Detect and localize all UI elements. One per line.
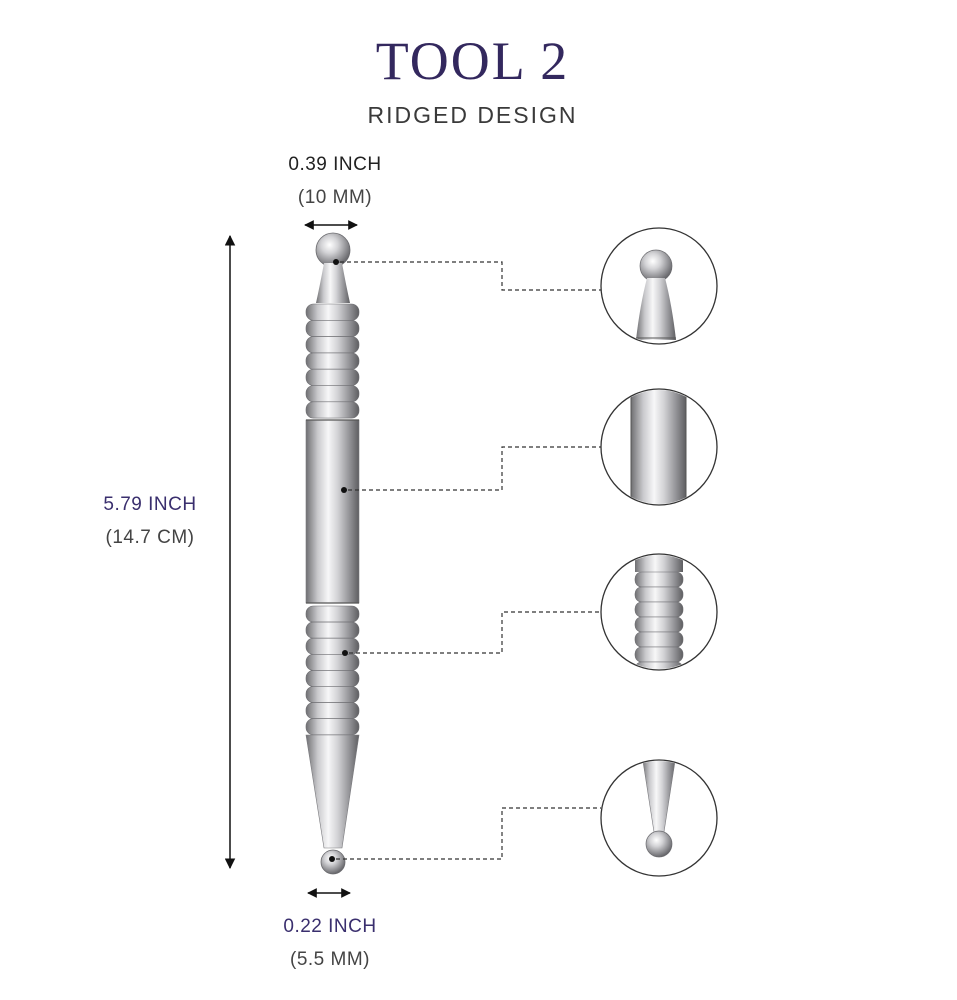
- ridge-segment: [305, 336, 360, 354]
- tip-width-label: 0.22 INCH (5.5 MM): [230, 910, 430, 976]
- ridge-segment: [305, 605, 360, 623]
- ball-tip-bottom: [320, 849, 346, 875]
- ridge-segment: [305, 718, 360, 736]
- ridge-segment: [634, 616, 684, 633]
- ridge-segment: [305, 401, 360, 419]
- callout-line-grip: [349, 611, 601, 654]
- ball-head-top: [315, 232, 351, 268]
- marker-dot-shaft: [341, 487, 347, 493]
- ridge-segment: [634, 661, 684, 669]
- length-inch: 5.79 INCH: [103, 494, 197, 515]
- upper-ridged-grip: [305, 303, 360, 419]
- ridge-segment: [634, 601, 684, 618]
- tip-width-inch: 0.22 INCH: [283, 916, 377, 937]
- ridge-segment: [305, 368, 360, 386]
- ridge-segment: [634, 631, 684, 648]
- ridge-segment: [305, 303, 360, 321]
- marker-dot-grip: [342, 650, 348, 656]
- tool-neck: [316, 263, 350, 303]
- head-width-inch: 0.39 INCH: [288, 154, 382, 175]
- ridge-segment: [305, 621, 360, 639]
- smooth-shaft: [305, 419, 360, 604]
- callout-line-tip: [336, 807, 601, 860]
- ridge-segment: [305, 653, 360, 671]
- callout-line-head: [340, 261, 601, 291]
- marker-dot-head: [333, 259, 339, 265]
- length-label: 5.79 INCH (14.7 CM): [50, 488, 250, 554]
- page-title: TOOL 2: [375, 31, 570, 91]
- detail-circle-grip: [600, 553, 718, 671]
- detail-circle-tip: [600, 759, 718, 877]
- detail-circle-shaft: [600, 388, 718, 506]
- ridge-segment: [305, 670, 360, 687]
- ridge-segment: [305, 637, 360, 655]
- ridge-segment: [634, 571, 684, 588]
- tapered-tip: [305, 734, 360, 849]
- massage-tool: [305, 232, 360, 875]
- ridge-segment: [634, 586, 684, 603]
- head-width-label: 0.39 INCH (10 MM): [230, 148, 440, 214]
- tip-width-mm: (5.5 MM): [290, 949, 370, 970]
- ridge-segment: [305, 385, 360, 403]
- ridge-segment: [634, 646, 684, 663]
- page-subtitle: RIDGED DESIGN: [367, 102, 578, 128]
- callout-line-shaft: [348, 446, 601, 491]
- marker-dot-tip: [329, 856, 335, 862]
- detail-circle-head: [600, 227, 718, 345]
- ridge-segment: [305, 686, 360, 703]
- ridge-segment: [305, 319, 360, 337]
- head-width-mm: (10 MM): [297, 187, 373, 208]
- length-cm: (14.7 CM): [105, 527, 195, 548]
- ridge-segment: [305, 352, 360, 370]
- ridge-segment: [305, 702, 360, 719]
- lower-ridged-grip: [305, 605, 360, 736]
